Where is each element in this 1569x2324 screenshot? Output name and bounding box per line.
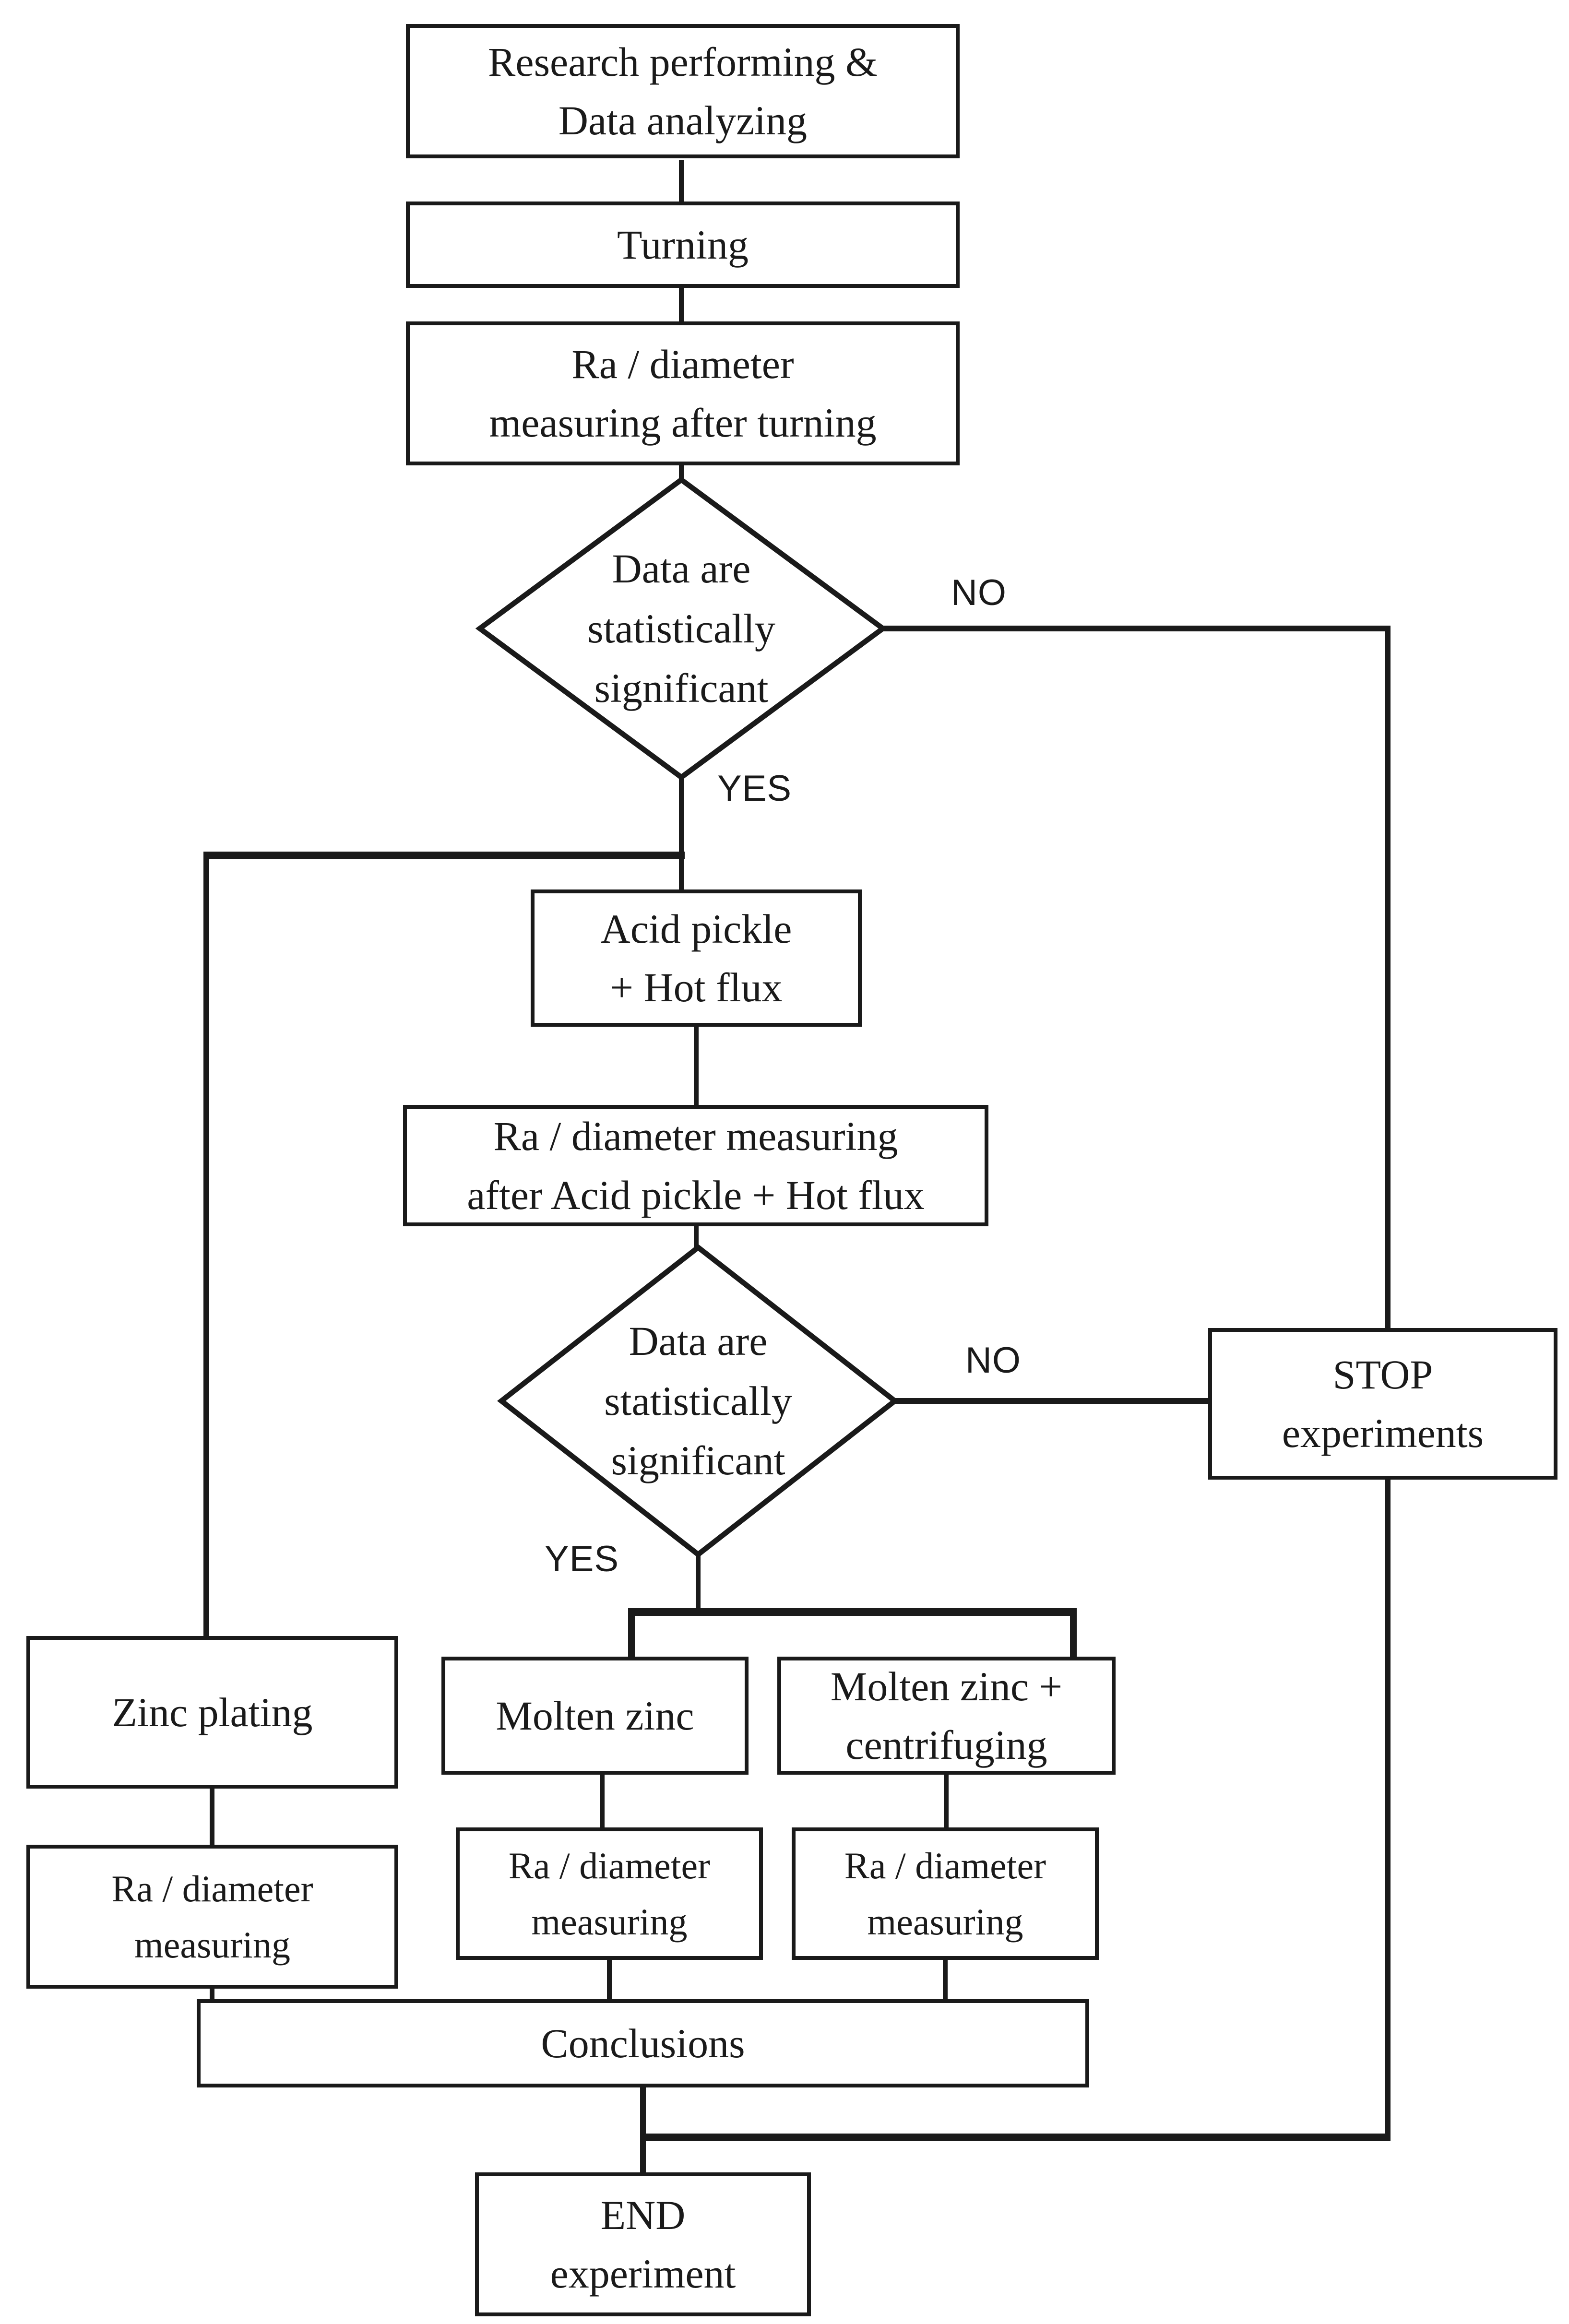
node-ra-after-turning: Ra / diameter measuring after turning xyxy=(406,321,960,465)
node-zinc-plating: Zinc plating xyxy=(26,1636,398,1789)
decision-2-diamond xyxy=(497,1244,899,1558)
node-molten-zinc: Molten zinc xyxy=(441,1657,749,1775)
decision-2-label: Data are statistically significant xyxy=(604,1317,792,1484)
node-ra-after-acid-pickle: Ra / diameter measuring after Acid pickl… xyxy=(403,1105,988,1226)
node-ra-measuring-molten: Ra / diameter measuring xyxy=(456,1827,763,1960)
label-yes-1: YES xyxy=(717,768,792,809)
node-acid-pickle-hot-flux: Acid pickle + Hot flux xyxy=(531,889,862,1027)
node-stop-experiments: STOP experiments xyxy=(1208,1328,1557,1480)
node-ra-measuring-zinc: Ra / diameter measuring xyxy=(26,1845,398,1989)
node-research: Research performing & Data analyzing xyxy=(406,24,960,158)
decision-1-label: Data are statistically significant xyxy=(587,545,775,711)
node-turning: Turning xyxy=(406,202,960,288)
label-no-2: NO xyxy=(965,1340,1021,1381)
label-no-1: NO xyxy=(951,572,1007,613)
node-ra-measuring-molten-cf: Ra / diameter measuring xyxy=(792,1827,1099,1960)
decision-1-diamond xyxy=(475,476,888,781)
label-yes-2: YES xyxy=(545,1539,619,1579)
node-conclusions: Conclusions xyxy=(197,1999,1089,2087)
node-molten-zinc-centrifuging: Molten zinc + centrifuging xyxy=(777,1657,1116,1775)
node-end-experiment: END experiment xyxy=(475,2172,811,2316)
